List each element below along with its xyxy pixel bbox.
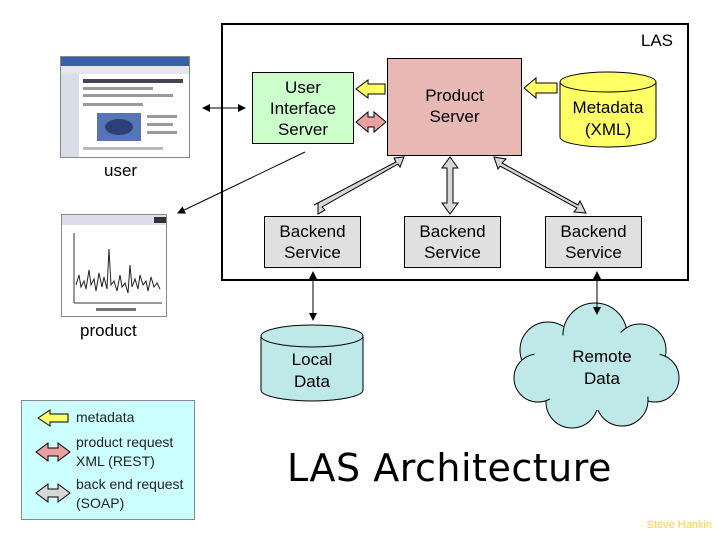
metadata-label: Metadata (XML) <box>572 98 644 139</box>
backend-request-arrow-swatch <box>35 483 71 503</box>
remote-data-label: Remote Data <box>572 347 632 388</box>
user-interface-server-box: User Interface Server <box>252 72 354 144</box>
legend-product-request-label: product request XML (REST) <box>76 434 174 469</box>
product-server-label: Product Server <box>425 86 484 126</box>
legend: metadata product request XML (REST) back… <box>21 400 195 520</box>
metadata-arrow <box>523 76 558 100</box>
local-data-label-wrap: Local Data <box>262 348 362 394</box>
ui-to-product-connector <box>177 151 306 214</box>
backend-request-arrow <box>441 156 459 215</box>
backend-request-arrow <box>313 156 405 215</box>
metadata-cylinder <box>559 71 657 148</box>
backend-service-box: Backend Service <box>404 216 501 268</box>
backend-service-label: Backend Service <box>279 222 346 262</box>
legend-metadata-label: metadata <box>76 409 135 425</box>
product-caption: product <box>80 321 137 340</box>
line-plot-icon <box>62 215 166 311</box>
local-data-label: Local Data <box>291 350 333 391</box>
web-ui-screenshot-thumbnail <box>60 56 190 158</box>
user-caption: user <box>104 161 138 180</box>
local-data-cylinder <box>260 324 364 402</box>
remote-data-cloud <box>513 302 680 429</box>
las-label: LAS <box>640 31 673 50</box>
backend-request-arrow <box>493 156 587 214</box>
legend-backend-request-label: back end request (SOAP) <box>76 476 184 511</box>
backend-service-box: Backend Service <box>264 216 361 268</box>
product-request-arrow <box>355 110 387 134</box>
metadata-arrow-swatch <box>37 409 69 427</box>
backend-service-box: Backend Service <box>545 216 642 268</box>
diagram-title: LAS Architecture <box>287 446 612 490</box>
backend-service-label: Backend Service <box>560 222 627 262</box>
las-boundary: LAS <box>221 23 689 281</box>
author-credit: Steve Hankin <box>646 519 712 531</box>
product-request-arrow-swatch <box>35 442 71 462</box>
backend-service-label: Backend Service <box>419 222 486 262</box>
browser-window-icon <box>61 57 189 157</box>
legend-swatches <box>35 409 71 503</box>
metadata-label-wrap: Metadata (XML) <box>560 96 656 142</box>
product-server-box: Product Server <box>387 58 522 156</box>
remote-data-label-wrap: Remote Data <box>552 345 652 391</box>
user-interface-server-label: User Interface Server <box>269 77 337 139</box>
metadata-arrow <box>355 79 386 99</box>
product-plot-thumbnail <box>61 214 167 317</box>
